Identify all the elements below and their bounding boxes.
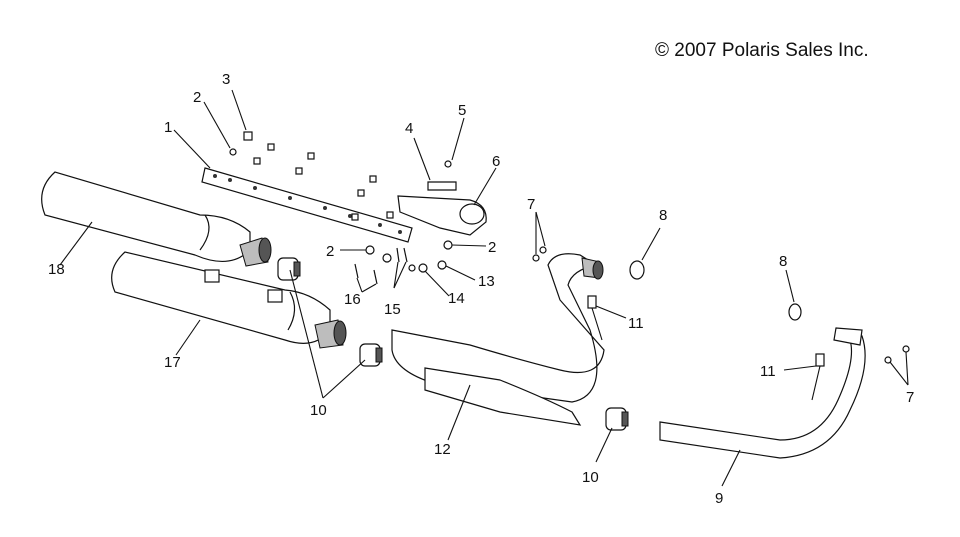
callout-7: 7 (906, 389, 914, 406)
fastener-set (229, 131, 394, 221)
front-head-pipe-assembly (391, 253, 605, 426)
lower-muffler (111, 251, 347, 349)
callout-labels: 1 2 3 4 5 6 2 2 13 14 15 16 18 17 10 12 … (48, 71, 914, 507)
upper-muffler (41, 171, 272, 267)
callout-9: 9 (715, 490, 723, 507)
exhaust-clamp (277, 257, 301, 281)
rear-head-pipe (659, 327, 866, 459)
callout-8: 8 (779, 253, 787, 270)
mount-tab (204, 269, 220, 283)
gasket-ring (788, 303, 802, 321)
callout-7: 7 (527, 196, 535, 213)
callout-10: 10 (310, 402, 327, 419)
leader-lines (59, 89, 909, 487)
callout-5: 5 (458, 102, 466, 119)
callout-11: 11 (760, 363, 776, 380)
callout-2: 2 (326, 243, 334, 260)
callout-4: 4 (405, 120, 413, 137)
callout-10: 10 (582, 469, 599, 486)
callout-8: 8 (659, 207, 667, 224)
callout-2: 2 (193, 89, 201, 106)
hanger-strap (427, 160, 457, 191)
oxygen-sensor (811, 353, 825, 401)
callout-16: 16 (344, 291, 361, 308)
callout-12: 12 (434, 441, 451, 458)
exhaust-clamp (605, 407, 629, 431)
callout-14: 14 (448, 290, 465, 307)
callout-15: 15 (384, 301, 401, 318)
callout-1: 1 (164, 119, 172, 136)
callout-13: 13 (478, 273, 495, 290)
exhaust-clamp (359, 343, 383, 367)
copyright-notice: © 2007 Polaris Sales Inc. (655, 40, 869, 61)
callout-3: 3 (222, 71, 230, 88)
callout-18: 18 (48, 261, 65, 278)
rear-hanger-bracket (397, 195, 487, 236)
mounting-bracket-bar (201, 167, 413, 243)
callout-2: 2 (488, 239, 496, 256)
callout-6: 6 (492, 153, 500, 170)
loose-hardware (354, 240, 910, 364)
oxygen-sensor (587, 295, 603, 341)
callout-17: 17 (164, 354, 181, 371)
mount-tab (267, 289, 283, 303)
gasket-ring (629, 260, 645, 280)
callout-11: 11 (628, 315, 644, 332)
